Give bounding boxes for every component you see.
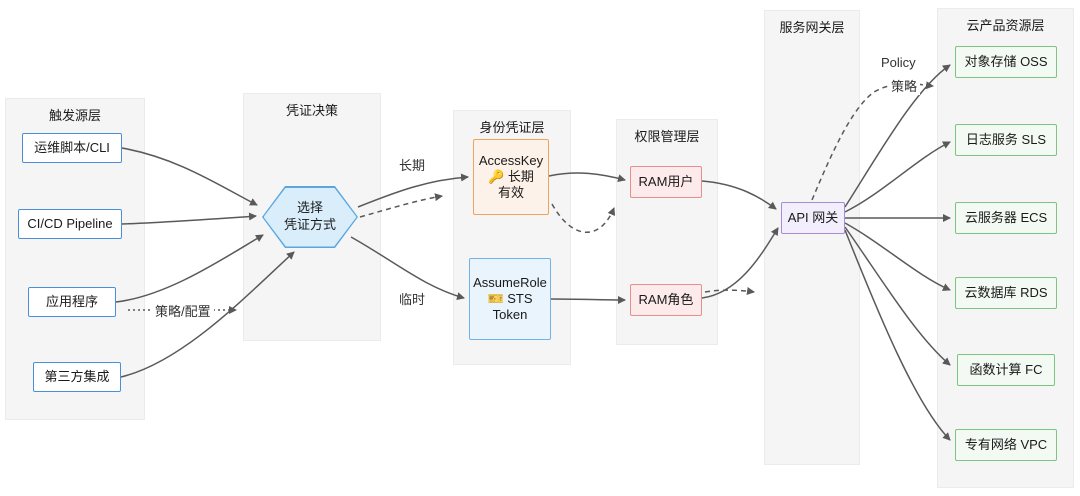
rds-label: 云数据库 RDS xyxy=(964,284,1048,300)
api-gateway-label: API 网关 xyxy=(787,209,839,225)
panel-gateway-layer: 服务网关层 xyxy=(764,10,860,465)
decision-line1: 选择 xyxy=(296,200,323,216)
permission-layer-title: 权限管理层 xyxy=(634,129,700,144)
node-thirdparty-integration: 第三方集成 xyxy=(33,362,121,392)
node-ram-user: RAM用户 xyxy=(630,166,702,198)
resources-layer-title: 云产品资源层 xyxy=(966,18,1045,33)
sls-label: 日志服务 SLS xyxy=(965,131,1047,147)
accesskey-line1: AccessKey xyxy=(478,152,544,168)
node-assumerole: AssumeRole 🎫 STS Token xyxy=(469,258,551,340)
assumerole-line3: Token xyxy=(492,307,528,323)
edge-label-long-term: 长期 xyxy=(396,155,429,174)
edge-gateway-to-rds xyxy=(844,222,951,291)
node-sls: 日志服务 SLS xyxy=(955,124,1057,156)
edge-label-policy-config: 策略/配置 xyxy=(152,301,214,320)
node-cicd-pipeline: CI/CD Pipeline xyxy=(18,209,122,239)
edge-gateway-to-vpc xyxy=(844,229,951,441)
decision-line2: 凭证方式 xyxy=(283,217,336,232)
node-thirdparty-integration-label: 第三方集成 xyxy=(44,368,110,384)
assumerole-line1: AssumeRole xyxy=(473,274,547,290)
node-credential-decision: 选择 凭证方式 xyxy=(262,186,358,248)
node-accesskey: AccessKey 🔑 长期 有效 xyxy=(473,139,549,215)
node-vpc: 专有网络 VPC xyxy=(955,429,1057,461)
gateway-layer-title: 服务网关层 xyxy=(779,20,845,35)
decision-layer-title: 凭证决策 xyxy=(285,103,338,118)
node-fc: 函数计算 FC xyxy=(957,354,1055,386)
oss-label: 对象存储 OSS xyxy=(964,53,1048,69)
edge-gateway-to-fc xyxy=(844,226,951,366)
edge-label-policy-zh: 策略 xyxy=(888,76,921,95)
panel-resources-layer: 云产品资源层 xyxy=(937,8,1074,488)
vpc-label: 专有网络 VPC xyxy=(964,436,1048,452)
node-oss: 对象存储 OSS xyxy=(955,46,1057,78)
node-application: 应用程序 xyxy=(28,287,116,317)
edge-label-policy-en: Policy xyxy=(878,55,919,70)
ram-user-label: RAM用户 xyxy=(638,173,694,189)
assumerole-line2: 🎫 STS xyxy=(487,290,533,306)
ram-role-label: RAM角色 xyxy=(638,291,694,307)
edge-gateway-to-sls xyxy=(844,141,951,213)
node-ecs: 云服务器 ECS xyxy=(955,202,1057,234)
ecs-label: 云服务器 ECS xyxy=(964,209,1048,225)
node-ops-script-cli-label: 运维脚本/CLI xyxy=(34,139,110,155)
edge-label-temporary: 临时 xyxy=(396,289,429,308)
accesskey-line3: 有效 xyxy=(497,185,524,201)
node-application-label: 应用程序 xyxy=(45,293,98,309)
node-cicd-pipeline-label: CI/CD Pipeline xyxy=(27,215,113,231)
accesskey-line2: 🔑 长期 xyxy=(488,168,534,184)
node-ops-script-cli: 运维脚本/CLI xyxy=(22,133,122,163)
fc-label: 函数计算 FC xyxy=(969,361,1043,377)
node-rds: 云数据库 RDS xyxy=(955,277,1057,309)
identity-layer-title: 身份凭证层 xyxy=(479,120,545,135)
trigger-layer-title: 触发源层 xyxy=(48,108,101,123)
node-ram-role: RAM角色 xyxy=(630,284,702,316)
node-api-gateway: API 网关 xyxy=(781,202,845,234)
